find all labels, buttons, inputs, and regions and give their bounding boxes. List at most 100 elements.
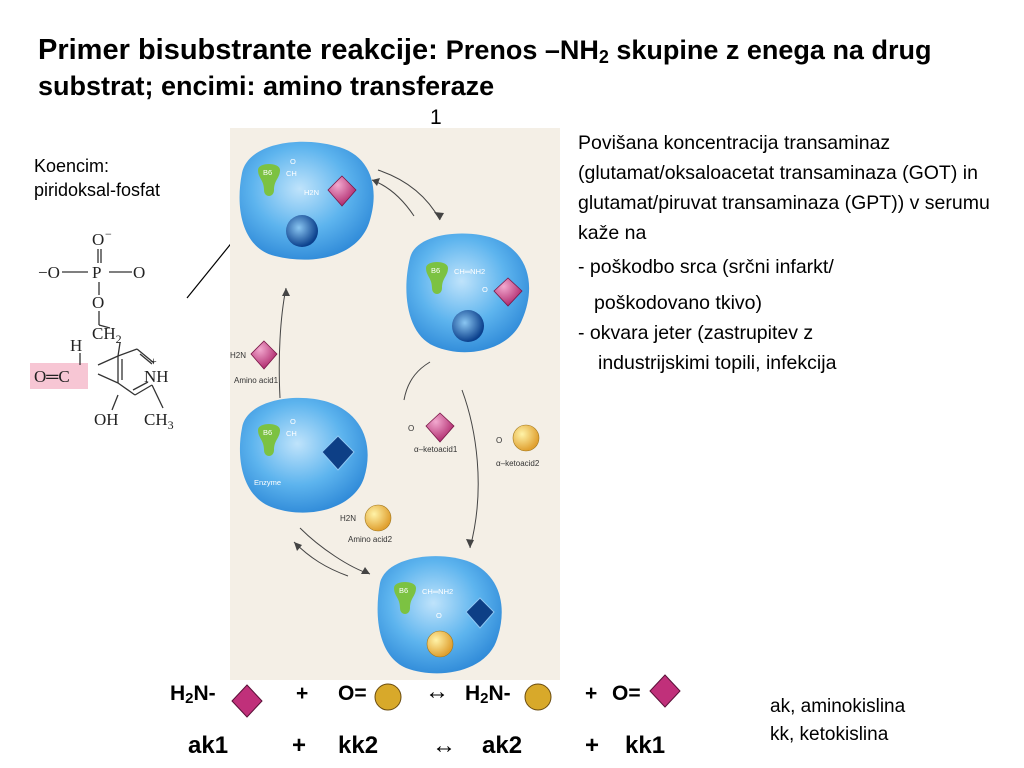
abbreviation-legend: ak, aminokislina kk, ketokislina [770, 693, 905, 749]
atom-o-top: O [92, 230, 104, 249]
enzyme-cell-2: B6 CH═NH2 O [406, 233, 530, 353]
o-label: O [436, 611, 442, 620]
transaminase-paragraph: Povišana koncentracija transaminaz (glut… [578, 132, 990, 244]
atom-o-right: O [133, 263, 145, 282]
o-label: O [290, 417, 296, 426]
o-label: O [408, 424, 414, 433]
atom-ch3: CH3 [144, 410, 174, 432]
ch2-text: CH [92, 324, 116, 343]
free-amino-acid-2: H2N Amino acid2 [340, 504, 393, 544]
eq-diamond-1 [231, 684, 263, 718]
b6-label: B6 [431, 266, 440, 275]
h2n-b: N- [488, 682, 511, 705]
arrow-heads [282, 178, 474, 574]
eq-ak1: ak1 [188, 732, 229, 759]
h2n-b: N- [193, 682, 216, 705]
free-amino-acid-1: H2N Amino acid1 [230, 340, 279, 385]
b6-icon [426, 262, 448, 294]
atom-o-left: −O [38, 263, 60, 282]
cell-nucleus [286, 215, 318, 247]
amino-acid1-diamond [250, 340, 278, 370]
b6-icon [258, 424, 280, 456]
amino-acid2-label: Amino acid2 [348, 535, 393, 544]
eq-circle-2 [524, 683, 552, 711]
ketoacid-diamond [493, 277, 523, 307]
ch3-sub: 3 [168, 418, 174, 432]
h2n-label: H2N [304, 188, 319, 197]
aldehyde-highlight [30, 363, 88, 389]
item-liver-failure: - okvara jeter (zastrupitev z [578, 322, 814, 344]
eq-kk1: kk1 [625, 732, 666, 759]
h2n-a: H [465, 682, 481, 705]
legend-ak: ak, aminokislina [770, 696, 906, 717]
b6-icon [258, 164, 280, 196]
free-ketoacid-2: O α–ketoacid2 [496, 424, 540, 468]
atom-aldehyde: O═C [34, 367, 70, 386]
free-ketoacid-1: O α–ketoacid1 [408, 412, 458, 454]
title-part2: Prenos –NH [445, 35, 599, 65]
slide-title: Primer bisubstrante reakcije: Prenos –NH… [38, 32, 988, 104]
item-heart-damage: - poškodbo srca (srčni infarkt/ [578, 256, 834, 278]
coenzyme-line2: piridoksal-fosfat [34, 180, 161, 200]
magenta-diamond [231, 684, 263, 718]
enzyme-cell-1: B6 CH O H2N [239, 141, 374, 260]
h2n-sub: 2 [185, 690, 194, 707]
atom-nh: NH [144, 367, 169, 386]
eq-ak2: ak2 [482, 732, 523, 759]
atom-h: H [70, 336, 82, 355]
item-liver-failure-cont: industrijskimi topili, infekcija [598, 352, 837, 374]
coenzyme-label: Koencim: piridoksal-fosfat [34, 154, 160, 202]
title-subscript: 2 [598, 47, 609, 67]
title-part3: skupine z enega na drug substrat; encimi… [38, 35, 932, 101]
ketoacid2-label: α–ketoacid2 [496, 459, 540, 468]
magenta-diamond [649, 674, 681, 708]
o-label: O [290, 157, 296, 166]
cell-nucleus [452, 310, 484, 342]
atom-o-bridge: O [92, 293, 104, 312]
slide-number: 1 [430, 106, 442, 129]
eq-plus-1: + [296, 682, 309, 705]
ch-nh2-label: CH═NH2 [454, 267, 485, 276]
ketoacid2-circle [512, 424, 540, 452]
ch2-sub: 2 [116, 332, 122, 346]
ch-nh2-label: CH═NH2 [422, 587, 453, 596]
eq-arrow-2: ↔ [432, 732, 456, 759]
ch3-text: CH [144, 410, 168, 429]
atom-p: P [92, 263, 101, 282]
title-part1: Primer bisubstrante reakcije: [38, 34, 446, 66]
eq-plus-3: + [292, 732, 307, 759]
coenzyme-line1: Koencim: [34, 156, 110, 176]
amino-acid1-label: Amino acid1 [234, 376, 279, 385]
atom-ch2: CH2 [92, 324, 122, 346]
ch-label: CH [286, 169, 297, 178]
enzyme-cell-3: B6 CH O Enzyme [239, 397, 368, 513]
h2n-label: H2N [230, 351, 246, 360]
eq-kk2: kk2 [338, 732, 379, 759]
ch-label: CH [286, 429, 297, 438]
eq-diamond-2 [649, 674, 681, 708]
eq-o-1: O= [338, 682, 367, 705]
enzyme-label: Enzyme [254, 478, 281, 487]
amino-acid2-circle [364, 504, 392, 532]
b6-icon [394, 582, 416, 614]
enzyme-cell-4: B6 CH═NH2 O [377, 556, 502, 674]
eq-arrow-1: ↔ [425, 678, 449, 705]
item-heart-damage-cont: poškodovano tkivo) [594, 292, 763, 314]
eq-plus-4: + [585, 732, 600, 759]
structure-bonds [62, 249, 164, 411]
gold-circle [374, 683, 402, 711]
b6-label: B6 [263, 168, 272, 177]
amino-acid-diamond [327, 175, 357, 207]
transamination-cycle-diagram: B6 CH O H2N B6 CH═NH2 O B6 CH O Enzyme B… [230, 128, 560, 680]
eq-h2n-2: H2N- [465, 682, 511, 706]
atom-oh: OH [94, 410, 119, 429]
eq-h2n-1: H2N- [170, 682, 216, 706]
legend-kk: kk, ketokislina [770, 724, 889, 745]
atom-o-top-charge: − [105, 227, 112, 241]
empty-active-site [465, 597, 495, 629]
pyridoxal-phosphate-structure: O − −O P O O CH2 H O═C NH + OH CH3 [30, 227, 174, 432]
ketoacid1-label: α–ketoacid1 [414, 445, 458, 454]
gold-circle [524, 683, 552, 711]
atom-nh-charge: + [150, 354, 157, 368]
eq-o-2: O= [612, 682, 641, 705]
